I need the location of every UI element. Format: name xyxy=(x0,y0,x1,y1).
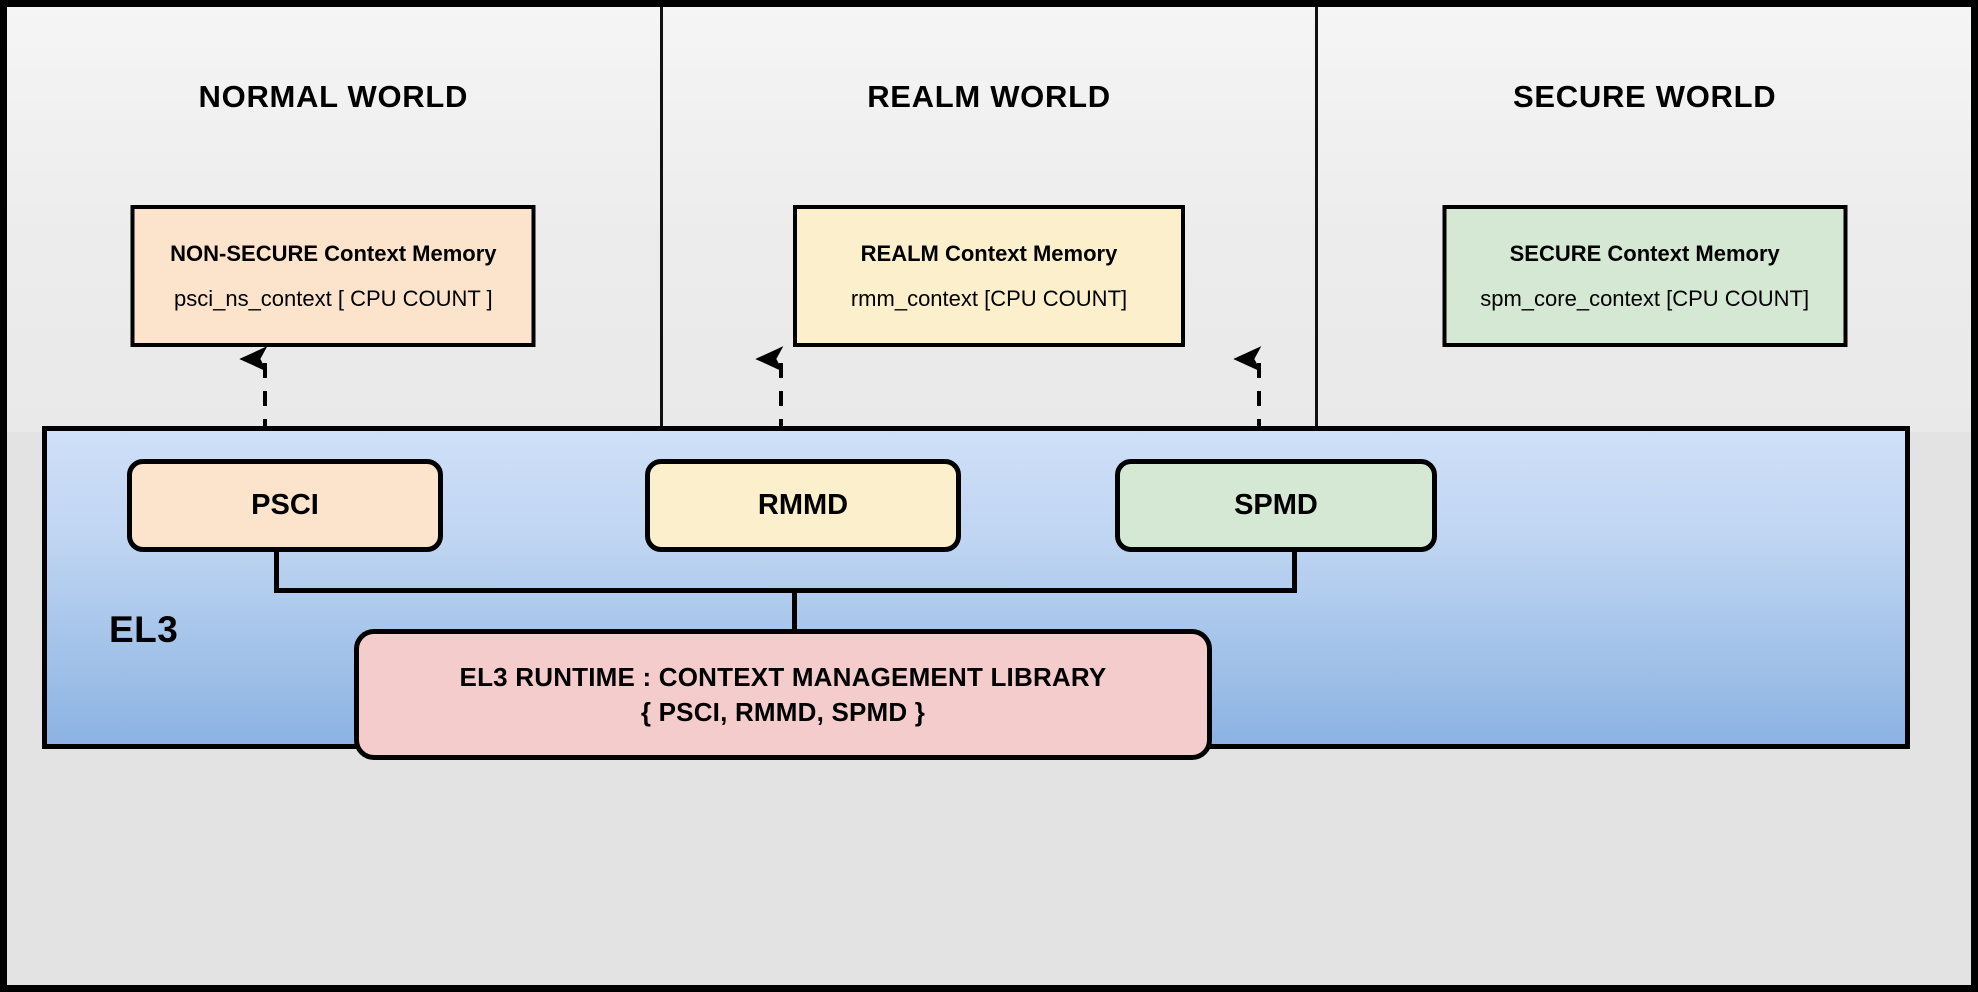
bidirectional-dashed-arrow-normal xyxy=(239,346,291,503)
dispatcher-psci-label: PSCI xyxy=(251,489,319,521)
context-memory-box-secure: SECURE Context Memory spm_core_context [… xyxy=(1442,205,1848,347)
connector-stub-spmd xyxy=(1292,552,1297,592)
dispatcher-spmd-label: SPMD xyxy=(1234,489,1318,521)
world-title-realm: REALM WORLD xyxy=(867,79,1111,114)
dispatcher-rmmd[interactable]: RMMD xyxy=(645,459,961,552)
context-memory-box-realm: REALM Context Memory rmm_context [CPU CO… xyxy=(793,205,1185,347)
context-memory-title-realm: REALM Context Memory xyxy=(860,240,1118,266)
context-memory-box-non-secure: NON-SECURE Context Memory psci_ns_contex… xyxy=(130,205,536,347)
world-column-realm: REALM WORLD REALM Context Memory rmm_con… xyxy=(659,7,1316,432)
connector-bus-horizontal xyxy=(274,588,1297,593)
worlds-band: NORMAL WORLD NON-SECURE Context Memory p… xyxy=(7,7,1971,432)
bidirectional-dashed-arrow-secure xyxy=(1233,346,1285,503)
el3-runtime-library-line-2: { PSCI, RMMD, SPMD } xyxy=(640,696,926,727)
context-memory-subtitle-non-secure: psci_ns_context [ CPU COUNT ] xyxy=(173,285,493,311)
connector-drop-to-runtime xyxy=(792,588,797,632)
el3-label: EL3 xyxy=(109,609,179,650)
world-title-secure: SECURE WORLD xyxy=(1513,79,1777,114)
el3-runtime-library-line-1: EL3 RUNTIME : CONTEXT MANAGEMENT LIBRARY xyxy=(459,661,1107,692)
context-memory-subtitle-secure: spm_core_context [CPU COUNT] xyxy=(1480,285,1810,311)
context-memory-title-non-secure: NON-SECURE Context Memory xyxy=(170,240,497,266)
connector-stub-psci xyxy=(274,552,279,592)
context-memory-title-secure: SECURE Context Memory xyxy=(1509,240,1780,266)
el3-runtime-library-box: EL3 RUNTIME : CONTEXT MANAGEMENT LIBRARY… xyxy=(354,629,1212,760)
dispatcher-psci[interactable]: PSCI xyxy=(127,459,443,552)
el3-container: EL3 PSCI RMMD SPMD EL3 RUNTIME : CONTEXT… xyxy=(42,426,1910,760)
dispatcher-spmd[interactable]: SPMD xyxy=(1115,459,1437,552)
dispatcher-rmmd-label: RMMD xyxy=(757,489,849,521)
world-column-normal: NORMAL WORLD NON-SECURE Context Memory p… xyxy=(7,7,660,432)
bidirectional-dashed-arrow-realm xyxy=(755,346,807,503)
world-column-secure: SECURE WORLD SECURE Context Memory spm_c… xyxy=(1315,7,1971,432)
context-memory-subtitle-realm: rmm_context [CPU COUNT] xyxy=(850,285,1128,311)
world-title-normal: NORMAL WORLD xyxy=(198,79,469,114)
